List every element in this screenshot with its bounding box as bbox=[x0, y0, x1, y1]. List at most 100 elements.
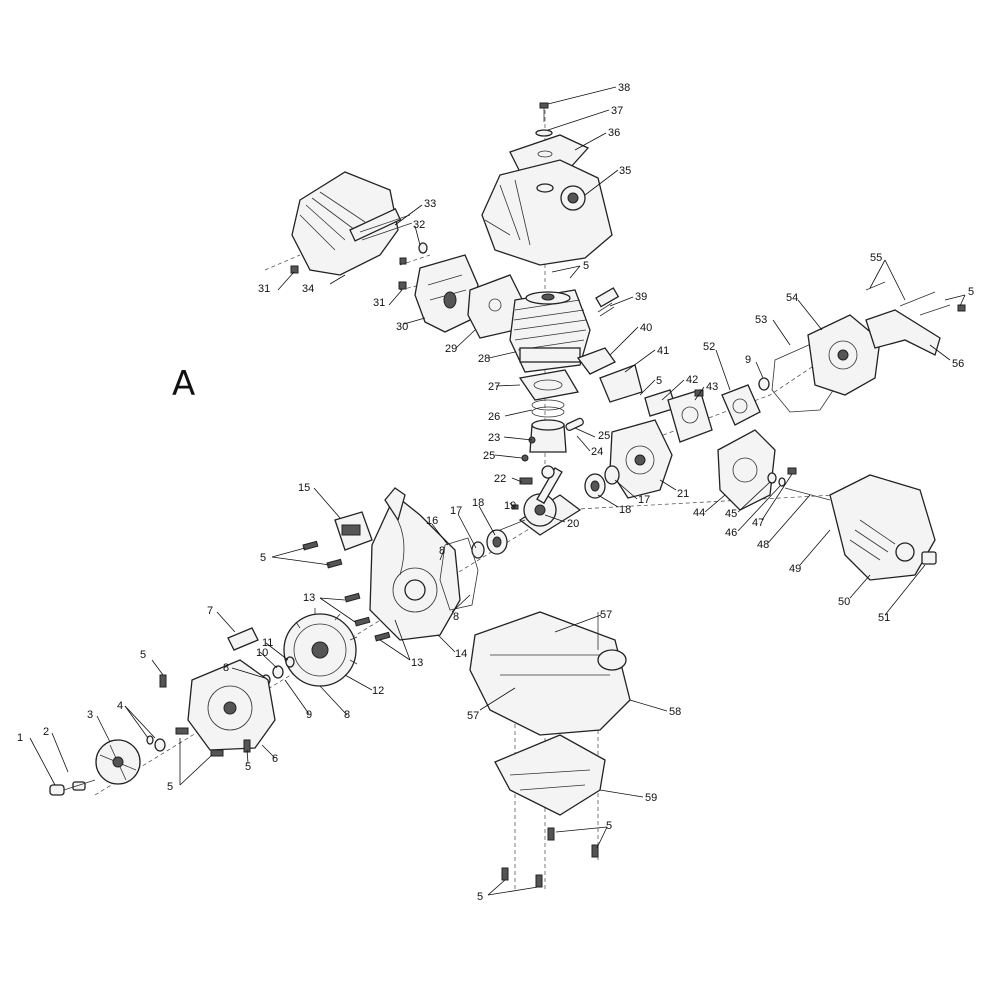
assembly-axis-lines bbox=[94, 110, 836, 890]
callout-17: 17 bbox=[638, 494, 650, 506]
washer bbox=[146, 735, 166, 752]
callout-16: 16 bbox=[426, 515, 438, 527]
air-filter-cover bbox=[829, 474, 936, 581]
clutch bbox=[95, 739, 141, 785]
cylinder bbox=[509, 289, 591, 373]
oil-seal-right bbox=[604, 465, 620, 485]
starter-screws bbox=[159, 674, 251, 757]
callout-8: 8 bbox=[453, 611, 459, 623]
callout-45: 45 bbox=[725, 508, 737, 520]
callout-8: 8 bbox=[344, 709, 350, 721]
fuel-tank bbox=[469, 611, 631, 736]
callout-21: 21 bbox=[677, 488, 689, 500]
callout-50: 50 bbox=[838, 596, 850, 608]
callout-36: 36 bbox=[608, 127, 620, 139]
callout-28: 28 bbox=[478, 353, 490, 365]
callout-17: 17 bbox=[450, 505, 462, 517]
callout-5: 5 bbox=[140, 649, 146, 661]
callout-9: 9 bbox=[306, 709, 312, 721]
recoil-washer bbox=[758, 377, 770, 391]
callout-34: 34 bbox=[302, 283, 314, 295]
recoil-starter bbox=[807, 314, 881, 396]
callout-24: 24 bbox=[591, 446, 603, 458]
callout-57: 57 bbox=[467, 710, 479, 722]
callout-25: 25 bbox=[483, 450, 495, 462]
callout-5: 5 bbox=[260, 552, 266, 564]
callout-5: 5 bbox=[245, 761, 251, 773]
callout-25: 25 bbox=[598, 430, 610, 442]
intake-pipe bbox=[599, 364, 643, 403]
callout-5: 5 bbox=[583, 260, 589, 272]
muffler-cover bbox=[291, 171, 402, 276]
callout-54: 54 bbox=[786, 292, 798, 304]
fuel-tank-base bbox=[494, 734, 606, 816]
carburetor bbox=[667, 389, 713, 443]
cylinder-cover-assembly bbox=[481, 102, 613, 266]
callout-31: 31 bbox=[373, 297, 385, 309]
callout-48: 48 bbox=[757, 539, 769, 551]
crankshaft bbox=[499, 465, 582, 536]
callout-19: 19 bbox=[504, 500, 516, 512]
muffler-body bbox=[414, 254, 479, 333]
intake-insulator bbox=[576, 347, 616, 375]
callout-35: 35 bbox=[619, 165, 631, 177]
piston bbox=[521, 417, 584, 462]
bearing-right bbox=[584, 473, 606, 499]
callout-47: 47 bbox=[752, 517, 764, 529]
recoil-bolts bbox=[865, 281, 966, 316]
callout-5: 5 bbox=[656, 375, 662, 387]
callout-38: 38 bbox=[618, 82, 630, 94]
callout-13: 13 bbox=[303, 592, 315, 604]
cylinder-gasket bbox=[518, 369, 580, 401]
callout-32: 32 bbox=[413, 219, 425, 231]
callout-57: 57 bbox=[600, 609, 612, 621]
leader-lines bbox=[29, 86, 966, 896]
piston-rings bbox=[531, 399, 565, 418]
crankcase-gasket bbox=[439, 537, 479, 611]
callout-9: 9 bbox=[745, 354, 751, 366]
crankcase-housing bbox=[369, 487, 461, 641]
callout-27: 27 bbox=[488, 381, 500, 393]
spark-plug bbox=[595, 287, 620, 317]
callout-11: 11 bbox=[262, 637, 273, 649]
starter-handle bbox=[227, 627, 259, 651]
callout-52: 52 bbox=[703, 341, 715, 353]
needle-bearing bbox=[519, 477, 533, 485]
air-filter-plate bbox=[721, 384, 761, 426]
callout-53: 53 bbox=[755, 314, 767, 326]
callout-30: 30 bbox=[396, 321, 408, 333]
bearing-left bbox=[486, 529, 508, 555]
callout-20: 20 bbox=[567, 518, 579, 530]
callout-10: 10 bbox=[256, 647, 268, 659]
callout-23: 23 bbox=[488, 432, 500, 444]
base-screws bbox=[501, 827, 599, 888]
small-screws-muffler bbox=[290, 242, 428, 290]
callout-4: 4 bbox=[117, 700, 123, 712]
callout-5: 5 bbox=[477, 891, 483, 903]
callout-15: 15 bbox=[298, 482, 310, 494]
callout-49: 49 bbox=[789, 563, 801, 575]
callout-29: 29 bbox=[445, 343, 457, 355]
callout-8: 8 bbox=[439, 545, 445, 557]
long-bolts bbox=[359, 214, 413, 241]
flywheel bbox=[283, 608, 358, 687]
callout-44: 44 bbox=[693, 507, 705, 519]
callout-26: 26 bbox=[488, 411, 500, 423]
callout-43: 43 bbox=[706, 381, 718, 393]
air-cleaner-base bbox=[717, 429, 776, 511]
callout-58: 58 bbox=[669, 706, 681, 718]
callout-18: 18 bbox=[619, 504, 631, 516]
callout-labels: 1 2 3 4 5 5 5 5 5 5 5 5 5 6 7 8 8 8 8 9 … bbox=[17, 82, 974, 903]
callout-18: 18 bbox=[472, 497, 484, 509]
callout-13: 13 bbox=[411, 657, 423, 669]
figure-label: A bbox=[172, 364, 195, 404]
crankcase-screws bbox=[302, 540, 391, 642]
callout-1: 1 bbox=[17, 732, 23, 744]
callout-5: 5 bbox=[606, 820, 612, 832]
callout-56: 56 bbox=[952, 358, 964, 370]
callout-59: 59 bbox=[645, 792, 657, 804]
air-filter-knob bbox=[921, 551, 937, 565]
crankcase-half bbox=[609, 419, 673, 499]
callout-3: 3 bbox=[87, 709, 93, 721]
